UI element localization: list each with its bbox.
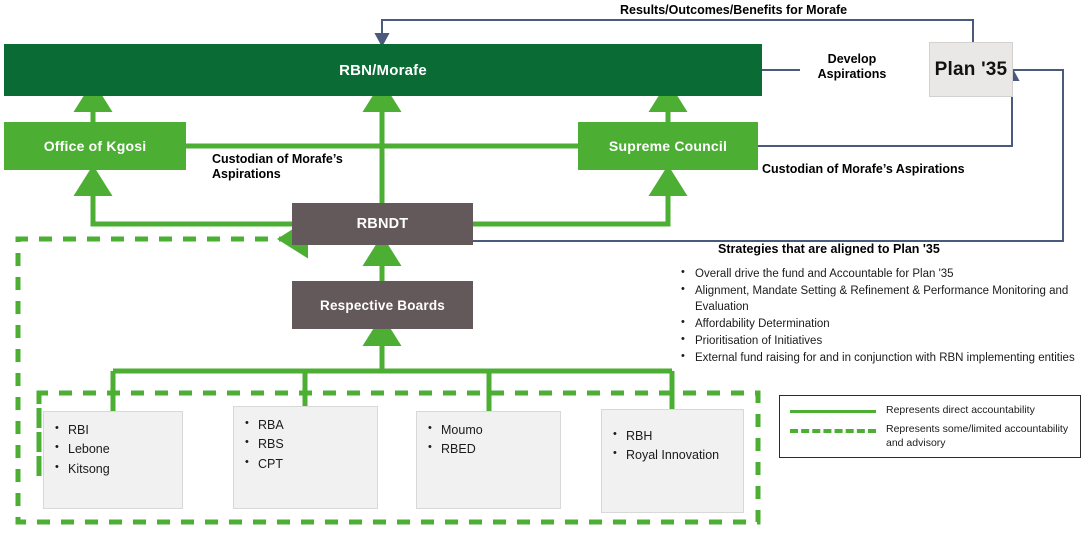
- legend-dashed-text: Represents some/limited accountability a…: [886, 422, 1069, 449]
- label-strategies-aligned: Strategies that are aligned to Plan '35: [718, 242, 940, 256]
- legend: Represents direct accountability Represe…: [779, 395, 1081, 458]
- node-rbndt-label: RBNDT: [356, 216, 409, 232]
- entity-item: Moumo: [428, 420, 552, 440]
- label-custodian-left-line2: Aspirations: [212, 166, 281, 181]
- node-respective-boards[interactable]: Respective Boards: [292, 281, 473, 329]
- entity-group-3[interactable]: Moumo RBED: [416, 411, 561, 509]
- node-rbndt[interactable]: RBNDT: [292, 203, 473, 245]
- node-supreme-council-label: Supreme Council: [608, 138, 728, 154]
- node-rbn-morafe-label: RBN/Morafe: [339, 61, 427, 79]
- node-rbn-morafe[interactable]: RBN/Morafe: [4, 44, 762, 96]
- node-plan-35[interactable]: Plan '35: [929, 42, 1013, 97]
- duty-item: Overall drive the fund and Accountable f…: [681, 265, 1079, 282]
- legend-row-dashed: Represents some/limited accountability a…: [790, 423, 1072, 451]
- legend-row-solid: Represents direct accountability: [790, 404, 1072, 418]
- duty-item: Affordability Determination: [681, 315, 1079, 332]
- entity-group-1-items: RBI Lebone Kitsong: [54, 420, 174, 479]
- legend-solid-line-icon: [790, 410, 876, 413]
- label-custodian-left-line1: Custodian of Morafe’s: [212, 152, 343, 166]
- entity-group-2-items: RBA RBS CPT: [244, 415, 369, 474]
- rbndt-duties-list: Overall drive the fund and Accountable f…: [679, 265, 1079, 366]
- duty-item: Alignment, Mandate Setting & Refinement …: [681, 282, 1079, 316]
- label-develop-aspirations: Develop Aspirations: [802, 52, 902, 82]
- label-results-outcomes-benefits: Results/Outcomes/Benefits for Morafe: [620, 3, 848, 17]
- entity-group-3-items: Moumo RBED: [427, 420, 552, 460]
- node-office-of-kgosi-label: Office of Kgosi: [43, 138, 147, 154]
- entity-group-1[interactable]: RBI Lebone Kitsong: [43, 411, 183, 509]
- node-office-of-kgosi[interactable]: Office of Kgosi: [4, 122, 186, 170]
- entity-item: RBS: [245, 434, 369, 454]
- entity-item: RBED: [428, 439, 552, 459]
- label-custodian-right: Custodian of Morafe’s Aspirations: [762, 162, 965, 176]
- label-develop-aspirations-line2: Aspirations: [817, 66, 887, 81]
- entity-item: RBI: [55, 420, 174, 440]
- node-respective-boards-label: Respective Boards: [320, 297, 445, 313]
- label-custodian-left: Custodian of Morafe’s Aspirations: [212, 152, 452, 182]
- entity-item: Lebone: [55, 439, 174, 459]
- entity-group-2[interactable]: RBA RBS CPT: [233, 406, 378, 509]
- node-plan-35-label: Plan '35: [934, 58, 1008, 80]
- legend-solid-text: Represents direct accountability: [886, 404, 1035, 416]
- entity-item: CPT: [245, 454, 369, 474]
- entity-item: RBA: [245, 415, 369, 435]
- entity-group-4[interactable]: RBH Royal Innovation: [601, 409, 744, 513]
- legend-dashed-line-icon: [790, 428, 876, 433]
- entity-group-4-items: RBH Royal Innovation: [612, 426, 735, 466]
- entity-item: RBH: [613, 426, 735, 446]
- entity-item: Royal Innovation: [613, 445, 735, 465]
- duty-item: External fund raising for and in conjunc…: [681, 349, 1079, 366]
- duty-item: Prioritisation of Initiatives: [681, 332, 1079, 349]
- label-develop-aspirations-line1: Develop: [827, 52, 877, 66]
- entity-item: Kitsong: [55, 459, 174, 479]
- rbndt-duties-items: Overall drive the fund and Accountable f…: [679, 265, 1079, 366]
- node-supreme-council[interactable]: Supreme Council: [578, 122, 758, 170]
